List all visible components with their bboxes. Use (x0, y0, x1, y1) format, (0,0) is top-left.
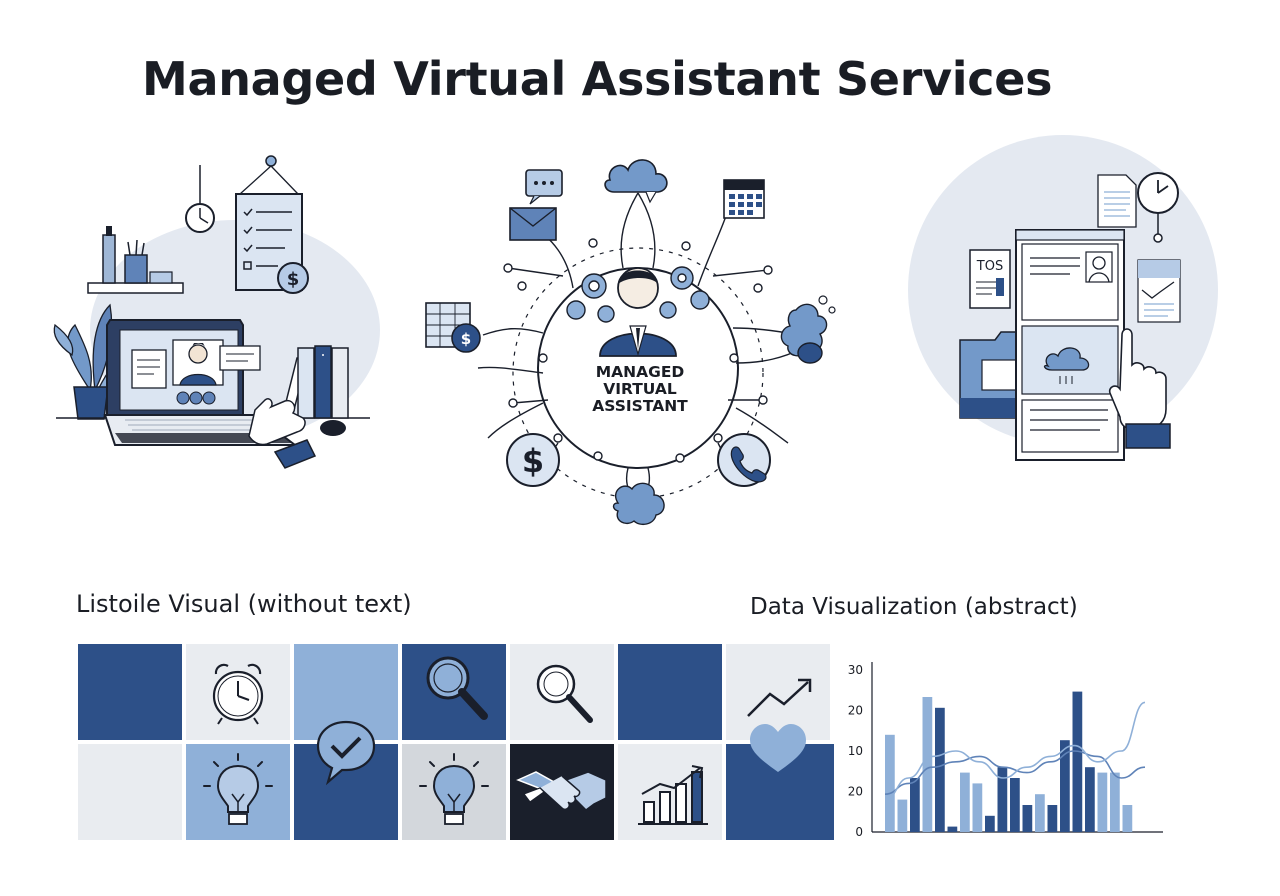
svg-text:$: $ (461, 330, 471, 348)
tile-heart-navy (726, 724, 834, 840)
y-tick-label: 10 (848, 744, 863, 758)
chart-bar (1010, 778, 1020, 832)
profile-icon (1092, 256, 1106, 270)
shelf (87, 282, 184, 294)
mouse-icon (320, 420, 346, 436)
hub-label-line3: ASSISTANT (592, 397, 688, 415)
page-title: Managed Virtual Assistant Services (142, 52, 1053, 106)
pencil-cup-icon (124, 254, 148, 284)
phone-icon (717, 433, 771, 487)
trend-arrow-icon (747, 678, 812, 717)
chart-bar (885, 734, 895, 832)
tile-navy (618, 644, 722, 740)
alarm-clock-icon (212, 663, 264, 725)
chart-bar (1072, 691, 1083, 832)
heart-icon (750, 724, 806, 772)
workspace-illustration: $ (53, 155, 380, 469)
tile-navy (78, 644, 182, 740)
chart-bar (947, 826, 958, 832)
calendar-icon (723, 179, 765, 219)
bottle-icon (102, 234, 116, 284)
chart-bar (972, 783, 983, 832)
hub-label-line1: MANAGED (596, 363, 685, 381)
documents-illustration: TOS (908, 135, 1218, 461)
y-tick-label: 30 (848, 663, 863, 677)
person-avatar-icon (188, 344, 208, 364)
chart-bar (1097, 772, 1108, 832)
chart-bar (960, 772, 970, 832)
tile-handshake (510, 744, 614, 840)
assistant-person-icon (599, 267, 677, 357)
chat-bubble-right (219, 345, 261, 371)
tile-pale (78, 744, 182, 840)
chat-check-icon (316, 720, 376, 786)
tile-bulb-grey (402, 744, 506, 840)
svg-text:$: $ (522, 442, 544, 480)
tile-bar-growth (618, 744, 722, 840)
dollar-coin-icon (277, 262, 309, 294)
hand-icon (248, 398, 317, 469)
binders-icon (281, 345, 349, 419)
list-visual-heading: Listoile Visual (without text) (76, 590, 412, 618)
tile-trend (726, 644, 830, 740)
assistant-hub-diagram: MANAGED VIRTUAL ASSISTANT $ (425, 159, 836, 526)
chart-bar (1047, 805, 1058, 832)
data-visual-heading: Data Visualization (abstract) (750, 594, 1078, 620)
chart-bar (985, 815, 995, 832)
chart-bar (1035, 794, 1045, 832)
cloud-icon (1043, 347, 1090, 371)
tile-search-navy (402, 644, 506, 740)
chart-bar (897, 799, 908, 832)
y-tick-label: 20 (848, 785, 863, 799)
envelope-icon (509, 207, 557, 241)
magnifier-icon (536, 664, 593, 723)
chart-bar (1110, 772, 1120, 832)
handshake-icon (516, 771, 607, 811)
bar-growth-icon (638, 765, 708, 825)
chat-icon (525, 169, 563, 205)
dollar-circle-icon: $ (506, 433, 560, 487)
tile-clock (186, 644, 290, 740)
pointing-hand-icon (1108, 328, 1171, 449)
lightbulb-icon (203, 753, 273, 825)
icon-tile-grid (78, 644, 834, 840)
chart-bar (922, 697, 933, 832)
chart-bar (1060, 740, 1070, 832)
chat-bubble-left (131, 349, 167, 389)
tile-chat-navy (294, 720, 398, 840)
puzzle-icon (780, 295, 836, 364)
chart-bar (997, 767, 1008, 832)
chart-bar (1085, 767, 1095, 832)
chart-bar (935, 707, 945, 832)
tile-search-pale (510, 644, 614, 740)
tile-bulb-blue (186, 744, 290, 840)
chart-bar (910, 778, 920, 832)
magnifier-icon (426, 656, 488, 720)
y-tick-label: 0 (855, 825, 863, 839)
brain-cloud-icon (612, 482, 665, 526)
chart-bar (1022, 805, 1033, 832)
svg-text:$: $ (287, 269, 300, 290)
y-tick-label: 20 (848, 704, 863, 718)
hub-label-line2: VIRTUAL (603, 380, 677, 398)
lightbulb-icon (419, 753, 489, 825)
document-icon (1097, 174, 1137, 228)
chart-series-line (884, 701, 1146, 801)
tos-label: TOS (976, 259, 1003, 274)
abstract-bar-chart: 0 20 10 20 30 (848, 662, 1163, 839)
gears-icon (566, 266, 710, 323)
chart-bar (1122, 805, 1133, 832)
spreadsheet-icon: $ (425, 302, 481, 353)
cloud-icon (604, 159, 668, 204)
chart-series-line (884, 750, 1146, 795)
